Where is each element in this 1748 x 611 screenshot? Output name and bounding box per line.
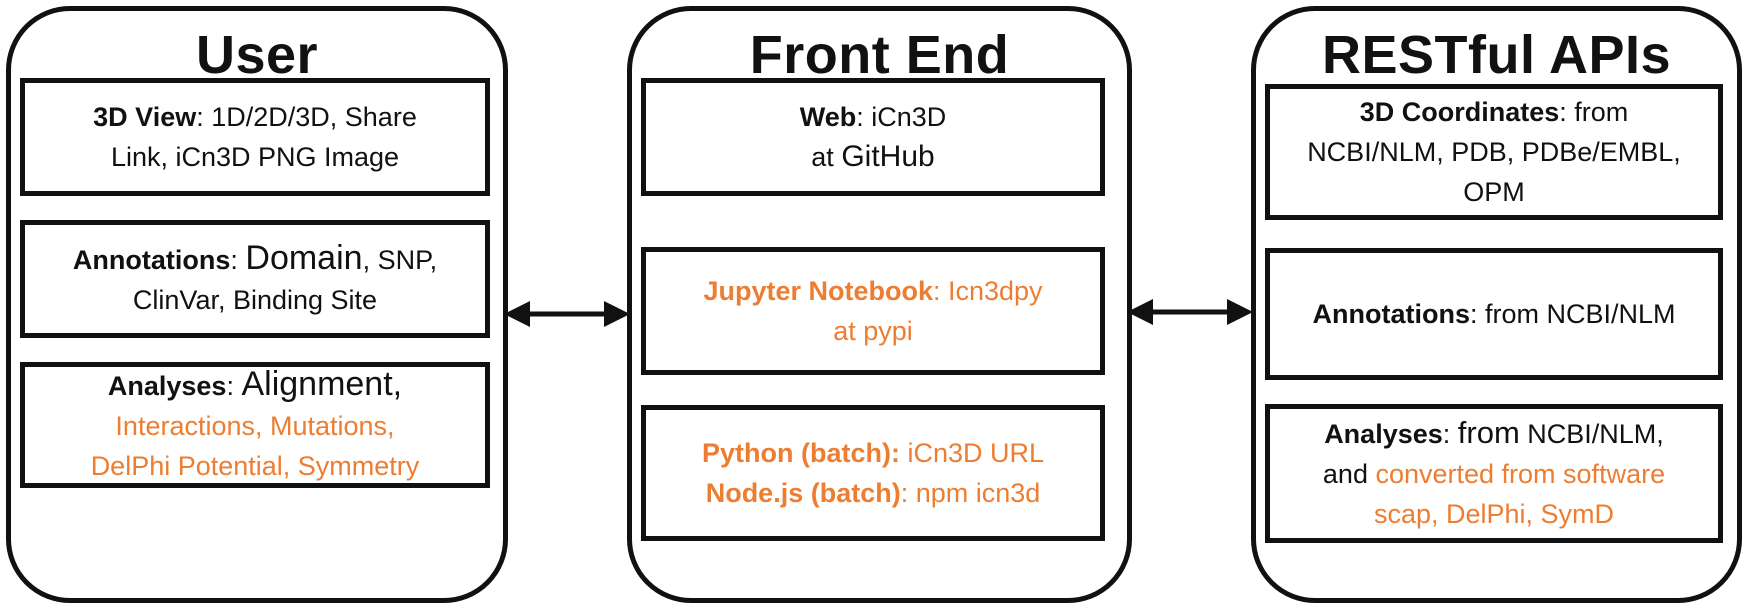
api-coordinates-box: 3D Coordinates: from NCBI/NLM, PDB, PDBe…: [1265, 84, 1723, 220]
user-3d-view-text-2: Link, iCn3D PNG Image: [110, 142, 400, 172]
user-annotations-label: Annotations: [72, 245, 231, 275]
user-3d-view-label: 3D View: [93, 102, 197, 132]
user-analyses-alignment: Alignment,: [241, 365, 403, 403]
front-node-text: : npm icn3d: [900, 478, 1041, 508]
api-analyses-box: Analyses: from NCBI/NLM, and converted f…: [1265, 404, 1723, 543]
api-annotations-label: Annotations: [1312, 299, 1470, 329]
front-python-text: iCn3D URL: [899, 438, 1045, 468]
front-web-github: GitHub: [841, 140, 935, 173]
front-web-box: Web: iCn3D at GitHub: [641, 78, 1105, 196]
api-annotations-box: Annotations: from NCBI/NLM: [1265, 248, 1723, 380]
front-end-panel-title: Front End: [749, 25, 1010, 85]
user-analyses-line-3: DelPhi Potential, Symmetry: [90, 451, 420, 481]
api-coordinates-label: 3D Coordinates: [1359, 97, 1560, 127]
api-analyses-label: Analyses: [1324, 419, 1443, 449]
user-analyses-line-2: Interactions, Mutations,: [115, 411, 395, 441]
api-analyses-converted: converted from software: [1375, 459, 1666, 489]
front-jupyter-text-2: at pypi: [833, 316, 913, 346]
front-web-label: Web: [799, 102, 857, 132]
user-annotations-box: Annotations: Domain, SNP, ClinVar, Bindi…: [20, 220, 490, 338]
user-annotations-domain: Domain: [245, 239, 363, 277]
api-analyses-text-3: scap, DelPhi, SymD: [1373, 499, 1615, 529]
api-coordinates-text-3: OPM: [1463, 177, 1525, 207]
front-python-label: Python (batch):: [701, 438, 900, 468]
user-annotations-text-2: ClinVar, Binding Site: [132, 285, 378, 315]
front-batch-box: Python (batch): iCn3D URL Node.js (batch…: [641, 405, 1105, 541]
restful-apis-panel-title: RESTful APIs: [1321, 25, 1672, 85]
user-3d-view-box: 3D View: 1D/2D/3D, Share Link, iCn3D PNG…: [20, 78, 490, 196]
user-analyses-box: Analyses: Alignment, Interactions, Mutat…: [20, 362, 490, 488]
user-3d-view-text: 1D/2D/3D, Share: [211, 102, 417, 132]
user-frontend-double-arrow: [504, 301, 630, 327]
front-jupyter-label: Jupyter Notebook: [703, 276, 933, 306]
front-jupyter-box: Jupyter Notebook: Icn3dpy at pypi: [641, 247, 1105, 375]
front-node-label: Node.js (batch): [705, 478, 901, 508]
user-panel-title: User: [195, 25, 319, 85]
frontend-api-double-arrow: [1127, 299, 1253, 325]
user-analyses-label: Analyses: [107, 371, 227, 401]
api-coordinates-text-2: NCBI/NLM, PDB, PDBe/EMBL,: [1307, 137, 1681, 167]
